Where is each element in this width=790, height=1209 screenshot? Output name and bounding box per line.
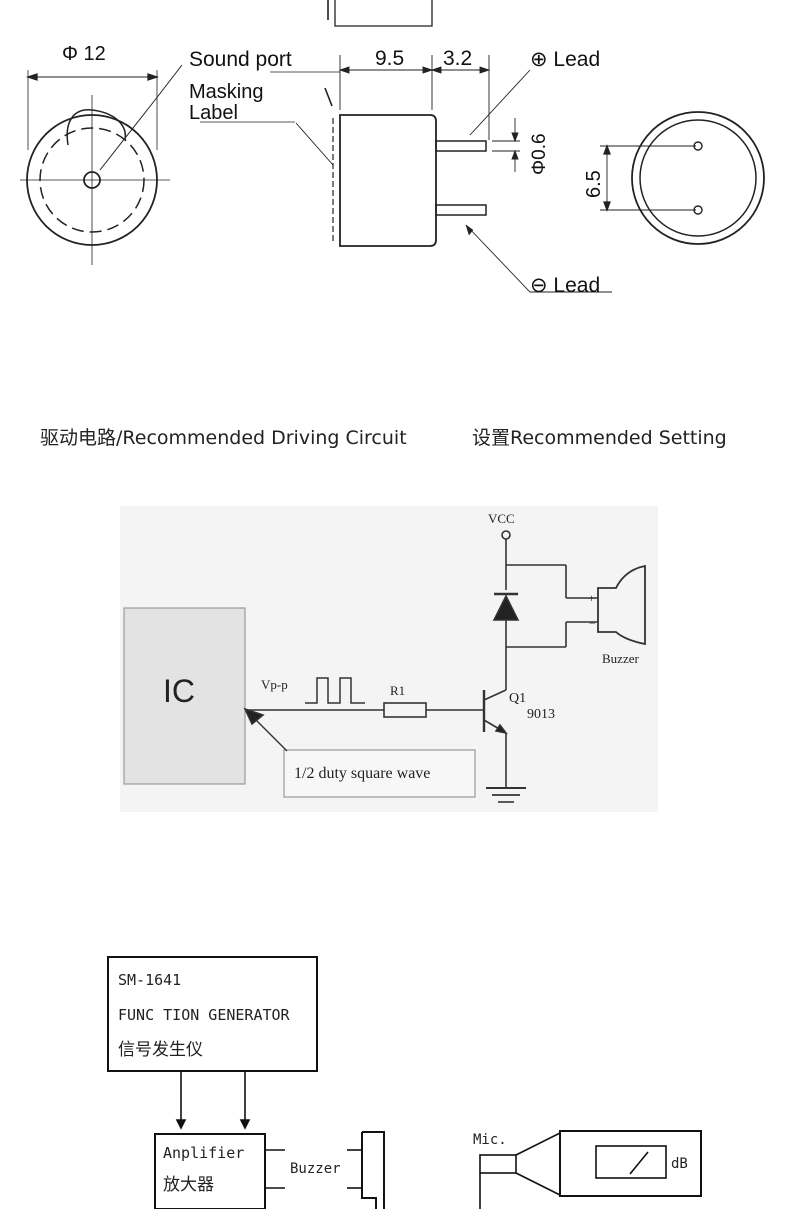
sound-level-meter — [559, 1130, 702, 1197]
top-view-body — [334, 0, 433, 27]
microphone-body — [515, 1132, 561, 1196]
note-box — [283, 749, 476, 798]
diameter-dimension — [25, 70, 160, 150]
transistor-part-label: 9013 — [527, 707, 555, 722]
masking-label-line1: Masking — [189, 81, 263, 103]
length-dimensions — [338, 55, 491, 140]
mechanical-drawing — [20, 0, 765, 293]
buzzer-minus-label: − — [589, 616, 596, 630]
setup-buzzer-label: Buzzer — [290, 1161, 341, 1177]
meter-display — [595, 1145, 667, 1179]
q1-label: Q1 — [509, 691, 526, 706]
generator-cn-label: 信号发生仪 — [118, 1040, 203, 1060]
pin-length-3-2-label: 3.2 — [443, 47, 472, 70]
diameter-label: Φ 12 — [62, 43, 106, 65]
amplifier-cn-label: 放大器 — [163, 1175, 214, 1195]
side-view — [200, 71, 487, 247]
generator-model-label: SM-1641 — [118, 971, 181, 989]
square-wave-symbol — [305, 677, 365, 704]
generator-type-label: FUNC TION GENERATOR — [118, 1006, 291, 1024]
length-9-5-label: 9.5 — [375, 47, 404, 70]
amplifier-label: Anplifier — [163, 1144, 244, 1162]
pin-diameter-dimension — [492, 118, 520, 172]
buzzer-label: Buzzer — [602, 651, 639, 666]
mic-label: Mic. — [473, 1132, 507, 1148]
caption-recommended-setting: 设置Recommended Setting — [472, 427, 727, 449]
db-label: dB — [671, 1156, 688, 1172]
amplifier-box — [154, 1133, 266, 1209]
bottom-view — [600, 111, 765, 245]
ic-label: IC — [163, 673, 195, 709]
buzzer-symbol — [597, 564, 646, 646]
note-arrow — [243, 707, 265, 726]
buzzer-under-test — [361, 1131, 385, 1209]
duty-note-label: 1/2 duty square wave — [294, 765, 430, 782]
microphone-tip — [479, 1154, 517, 1174]
driving-circuit — [120, 506, 658, 812]
sound-port-label: Sound port — [189, 48, 292, 71]
masking-label-line2: Label — [189, 102, 238, 124]
pin-diameter-label: Φ0.6 — [529, 133, 550, 175]
vcc-label: VCC — [488, 511, 515, 526]
vpp-label: Vp-p — [261, 677, 288, 692]
caption-driving-circuit: 驱动电路/Recommended Driving Circuit — [40, 427, 407, 449]
r1-label: R1 — [390, 683, 405, 698]
test-setup — [107, 956, 702, 1209]
lead-positive-label: ⊕ Lead — [530, 48, 600, 71]
lead-neg-leader — [465, 224, 612, 293]
front-view — [20, 64, 183, 265]
buzzer-plus-label: + — [588, 591, 595, 605]
ic-block — [123, 607, 246, 785]
function-generator-box — [107, 956, 318, 1072]
pin-pitch-label: 6.5 — [583, 170, 605, 198]
lead-negative-label: ⊖ Lead — [530, 274, 600, 297]
lead-pos-leader — [469, 69, 531, 136]
